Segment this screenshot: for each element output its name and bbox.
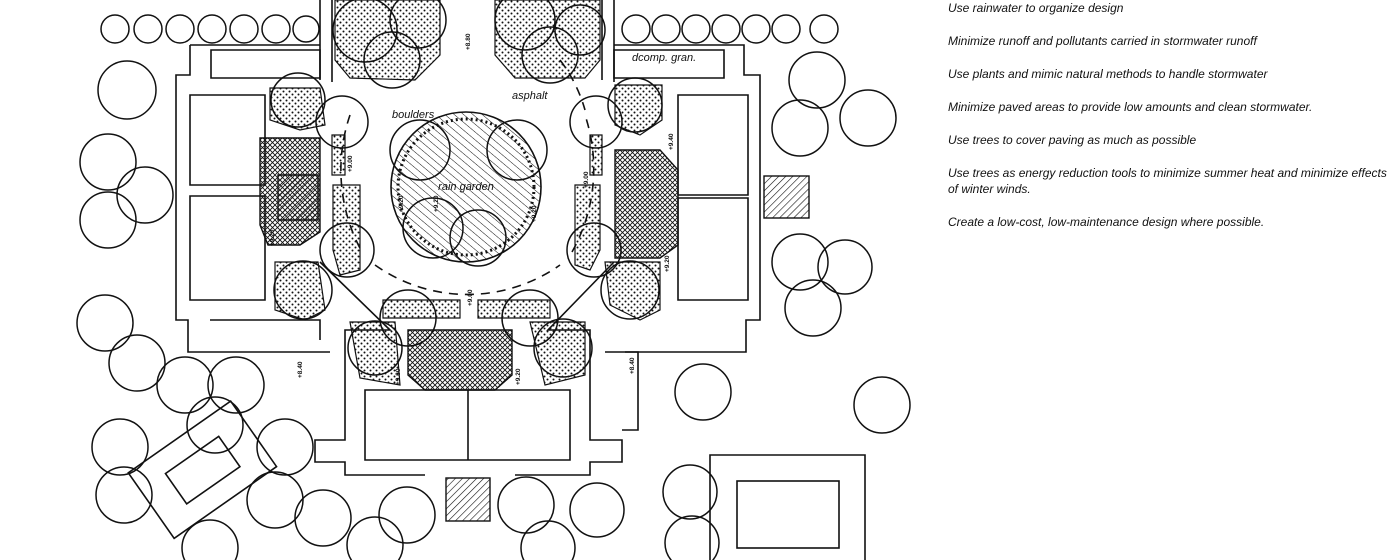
outer-trees-right (497, 51, 911, 560)
structure-bottom-right (709, 454, 866, 560)
spot-elevation: +8.80 (465, 33, 472, 50)
principle-item: Create a low-cost, low-maintenance desig… (948, 215, 1265, 229)
rain-garden (390, 111, 542, 263)
spot-elevation: +9.20 (433, 195, 440, 212)
label-asphalt: asphalt (512, 90, 548, 102)
principle-item: Minimize paved areas to provide low amou… (948, 100, 1313, 114)
structure-bottom-left (127, 399, 278, 540)
spot-elevation: +9.20 (515, 368, 522, 385)
spot-elevations: +8.80 +9.00 +9.00 +9.20 +9.20 +9.00 +9.2… (269, 33, 675, 385)
label-dcomp-gran: dcomp. gran. (632, 52, 696, 64)
spot-elevation: +9.00 (347, 155, 354, 172)
principle-item: Use rainwater to organize design (948, 1, 1124, 15)
principle-item: Minimize runoff and pollutants carried i… (948, 34, 1257, 48)
principle-item: Use trees to cover paving as much as pos… (948, 133, 1197, 147)
spot-elevation: +9.20 (531, 205, 538, 222)
hedge-row-right (621, 14, 839, 44)
paved-areas (259, 137, 810, 522)
spot-elevation: +9.40 (668, 133, 675, 150)
spot-elevation: +8.40 (297, 361, 304, 378)
principle-item: Use plants and mimic natural methods to … (948, 67, 1268, 81)
spot-elevation: +9.00 (583, 171, 590, 188)
label-boulders: boulders (392, 109, 435, 121)
spot-elevation: +9.20 (664, 255, 671, 272)
spot-elevation: +8.40 (629, 357, 636, 374)
hedge-row-left (100, 14, 320, 44)
outer-trees-left (76, 60, 436, 560)
design-principles-list: Use rainwater to organize design Minimiz… (948, 0, 1388, 247)
court-trees (270, 0, 663, 378)
spot-elevation: +9.60 (395, 368, 402, 385)
label-rain-garden: rain garden (438, 181, 494, 193)
spot-elevation: +9.00 (467, 289, 474, 306)
spot-elevation: +9.20 (398, 195, 405, 212)
principle-item: Use trees as energy reduction tools to m… (948, 166, 1387, 196)
spot-elevation: +9.20 (269, 229, 276, 246)
